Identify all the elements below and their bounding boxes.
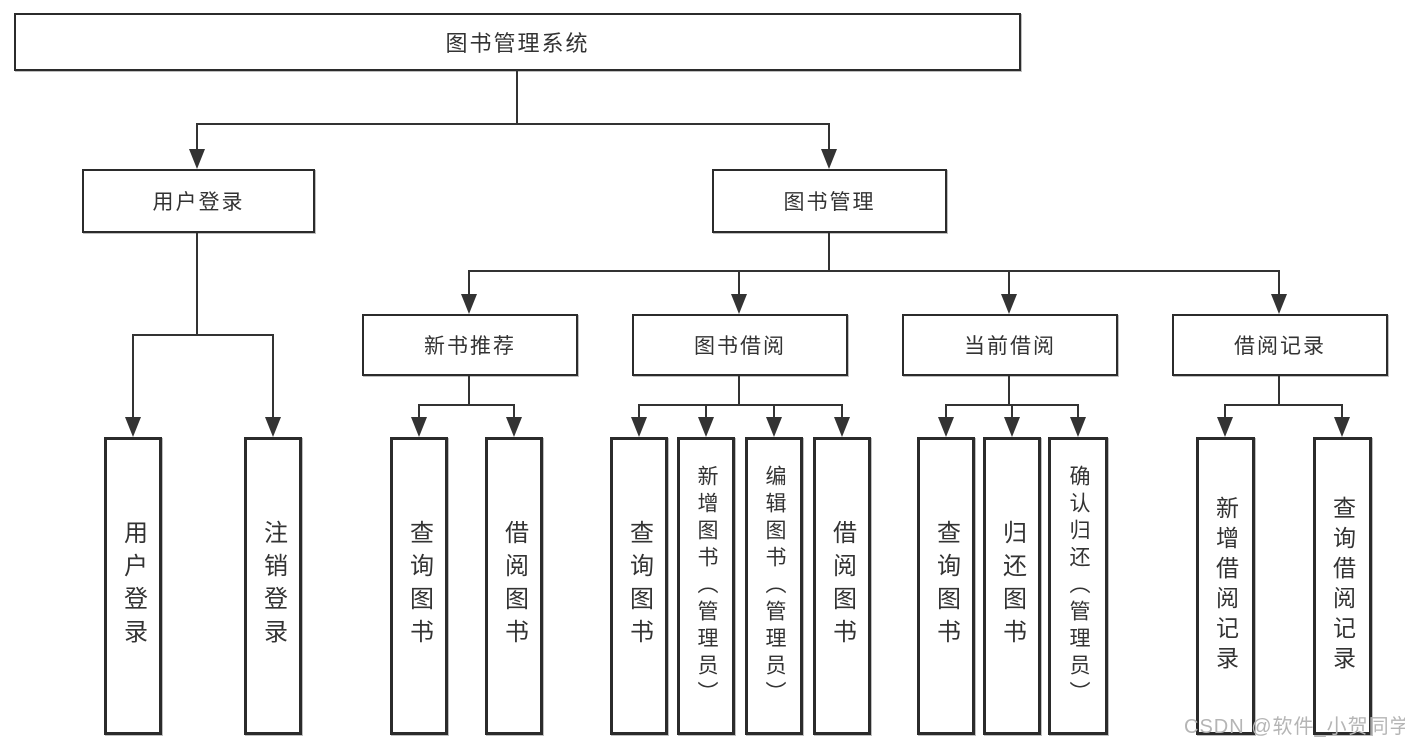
leaf-borrow-books-recommend: 借阅图书 <box>485 437 543 735</box>
leaf-add-book-admin: 新增图书（管理员） <box>677 437 735 735</box>
connector-line <box>1278 270 1280 296</box>
arrow-down <box>125 417 141 437</box>
leaf-user-login: 用户登录 <box>104 437 162 735</box>
leaf-query-books-recommend: 查询图书 <box>390 437 448 735</box>
arrow-down <box>265 417 281 437</box>
connector-line <box>468 376 470 406</box>
leaf-label: 编辑图书（管理员） <box>763 464 786 708</box>
arrow-down <box>938 417 954 437</box>
node-root: 图书管理系统 <box>14 13 1021 71</box>
connector-line <box>1008 270 1010 296</box>
leaf-label: 借阅图书 <box>828 520 856 652</box>
leaf-logout: 注销登录 <box>244 437 302 735</box>
arrow-down <box>834 417 850 437</box>
leaf-label: 查询借阅记录 <box>1329 496 1356 676</box>
leaf-add-borrow-record: 新增借阅记录 <box>1196 437 1255 735</box>
node-book-management: 图书管理 <box>712 169 947 233</box>
arrow-down <box>506 417 522 437</box>
node-user-login: 用户登录 <box>82 169 315 233</box>
leaf-label: 查询图书 <box>405 520 433 652</box>
node-new-book-recommendation: 新书推荐 <box>362 314 578 376</box>
connector-line <box>132 334 134 419</box>
arrow-down <box>766 417 782 437</box>
arrow-down <box>1004 417 1020 437</box>
connector-line <box>773 404 775 419</box>
connector-line <box>196 233 198 336</box>
leaf-label: 注销登录 <box>259 520 287 652</box>
leaf-label: 查询图书 <box>625 520 653 652</box>
connector-line <box>945 404 947 419</box>
connector-line <box>828 233 830 272</box>
connector-line <box>738 270 740 296</box>
connector-line <box>841 404 843 419</box>
connector-line <box>1278 376 1280 406</box>
arrow-down <box>821 149 837 169</box>
leaf-return-books: 归还图书 <box>983 437 1041 735</box>
connector-line <box>638 404 843 406</box>
connector-line <box>132 334 274 336</box>
watermark: CSDN @软件_小贺同学 <box>1184 716 1405 738</box>
arrow-down <box>1217 417 1233 437</box>
connector-line <box>1008 376 1010 406</box>
arrow-down <box>631 417 647 437</box>
connector-line <box>1341 404 1343 419</box>
connector-line <box>196 123 830 125</box>
node-current-borrowing: 当前借阅 <box>902 314 1118 376</box>
arrow-down <box>1001 294 1017 314</box>
connector-line <box>738 376 740 406</box>
connector-line <box>638 404 640 419</box>
connector-line <box>1224 404 1226 419</box>
leaf-edit-book-admin: 编辑图书（管理员） <box>745 437 803 735</box>
connector-line <box>418 404 515 406</box>
arrow-down <box>731 294 747 314</box>
arrow-down <box>411 417 427 437</box>
connector-line <box>828 123 830 151</box>
arrow-down <box>189 149 205 169</box>
connector-line <box>705 404 707 419</box>
arrow-down <box>1070 417 1086 437</box>
connector-line <box>418 404 420 419</box>
connector-line <box>1011 404 1013 419</box>
arrow-down <box>698 417 714 437</box>
leaf-label: 查询图书 <box>932 520 960 652</box>
arrow-down <box>1334 417 1350 437</box>
leaf-query-books-current: 查询图书 <box>917 437 975 735</box>
connector-line <box>1077 404 1079 419</box>
leaf-label: 新增图书（管理员） <box>695 464 718 708</box>
connector-line <box>468 270 1280 272</box>
node-borrowing-records: 借阅记录 <box>1172 314 1388 376</box>
leaf-confirm-return-admin: 确认归还（管理员） <box>1048 437 1108 735</box>
arrow-down <box>461 294 477 314</box>
connector-line <box>1224 404 1343 406</box>
leaf-borrow-books-borrow: 借阅图书 <box>813 437 871 735</box>
leaf-label: 借阅图书 <box>500 520 528 652</box>
connector-line <box>516 70 518 125</box>
leaf-label: 归还图书 <box>998 520 1026 652</box>
leaf-query-borrow-record: 查询借阅记录 <box>1313 437 1372 735</box>
arrow-down <box>1271 294 1287 314</box>
node-book-borrowing: 图书借阅 <box>632 314 848 376</box>
leaf-label: 确认归还（管理员） <box>1067 464 1090 708</box>
connector-line <box>196 123 198 151</box>
leaf-label: 新增借阅记录 <box>1212 496 1239 676</box>
leaf-query-books-borrow: 查询图书 <box>610 437 668 735</box>
connector-line <box>468 270 470 296</box>
connector-line <box>272 334 274 419</box>
leaf-label: 用户登录 <box>119 520 147 652</box>
connector-line <box>513 404 515 419</box>
